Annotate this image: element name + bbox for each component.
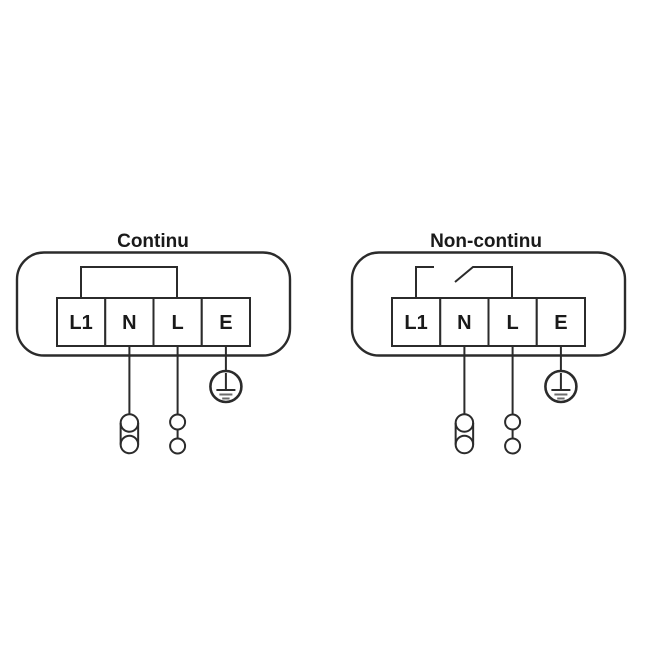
connector-circle [504, 413, 522, 431]
terminal-label-l1: L1 [69, 312, 92, 334]
connector-circle [119, 413, 140, 433]
connector-circle [119, 434, 140, 455]
terminal-box-e [200, 297, 251, 347]
connector-circle [454, 434, 475, 455]
jumper-wire-open-switch [415, 266, 513, 298]
connector-circle [454, 413, 475, 433]
device-enclosure-outline [15, 251, 292, 357]
terminal-block: L1 N L E [391, 297, 586, 347]
protective-earth-symbol [544, 369, 578, 404]
terminal-label-l: L [171, 312, 183, 334]
terminal-label-n: N [122, 312, 136, 334]
diagram-continu: Continu L1 N L E [0, 218, 315, 468]
terminal-box-l1 [56, 297, 107, 347]
neutral-connector [119, 413, 140, 455]
diagram-non-continu-svg: Non-continu L1 N L E [350, 231, 627, 455]
terminal-label-n: N [457, 312, 471, 334]
connector-circle [504, 437, 522, 455]
earth-circle [209, 369, 243, 404]
live-connector [169, 413, 187, 455]
neutral-connector [454, 413, 475, 455]
live-connector [504, 413, 522, 455]
terminal-label-l1: L1 [404, 312, 427, 334]
switch-fixed-stub [415, 266, 434, 298]
terminal-block: L1 N L E [56, 297, 251, 347]
jumper-wire-closed [80, 266, 178, 298]
terminal-label-l: L [506, 312, 518, 334]
terminal-label-e: E [554, 312, 567, 334]
terminal-label-e: E [219, 312, 232, 334]
diagram-title: Continu [117, 231, 189, 252]
connector-circle [169, 437, 187, 455]
connector-circle [169, 413, 187, 431]
protective-earth-symbol [209, 369, 243, 404]
terminal-box-l [487, 297, 538, 347]
terminal-box-n [439, 297, 490, 347]
diagram-non-continu: Non-continu L1 N L E [335, 218, 650, 468]
diagram-title: Non-continu [430, 231, 542, 252]
diagram-continu-svg: Continu L1 N L E [15, 231, 292, 455]
switch-blade-and-wire [454, 266, 513, 298]
device-enclosure-outline [350, 251, 627, 357]
earth-circle [544, 369, 578, 404]
terminal-box-e [535, 297, 586, 347]
